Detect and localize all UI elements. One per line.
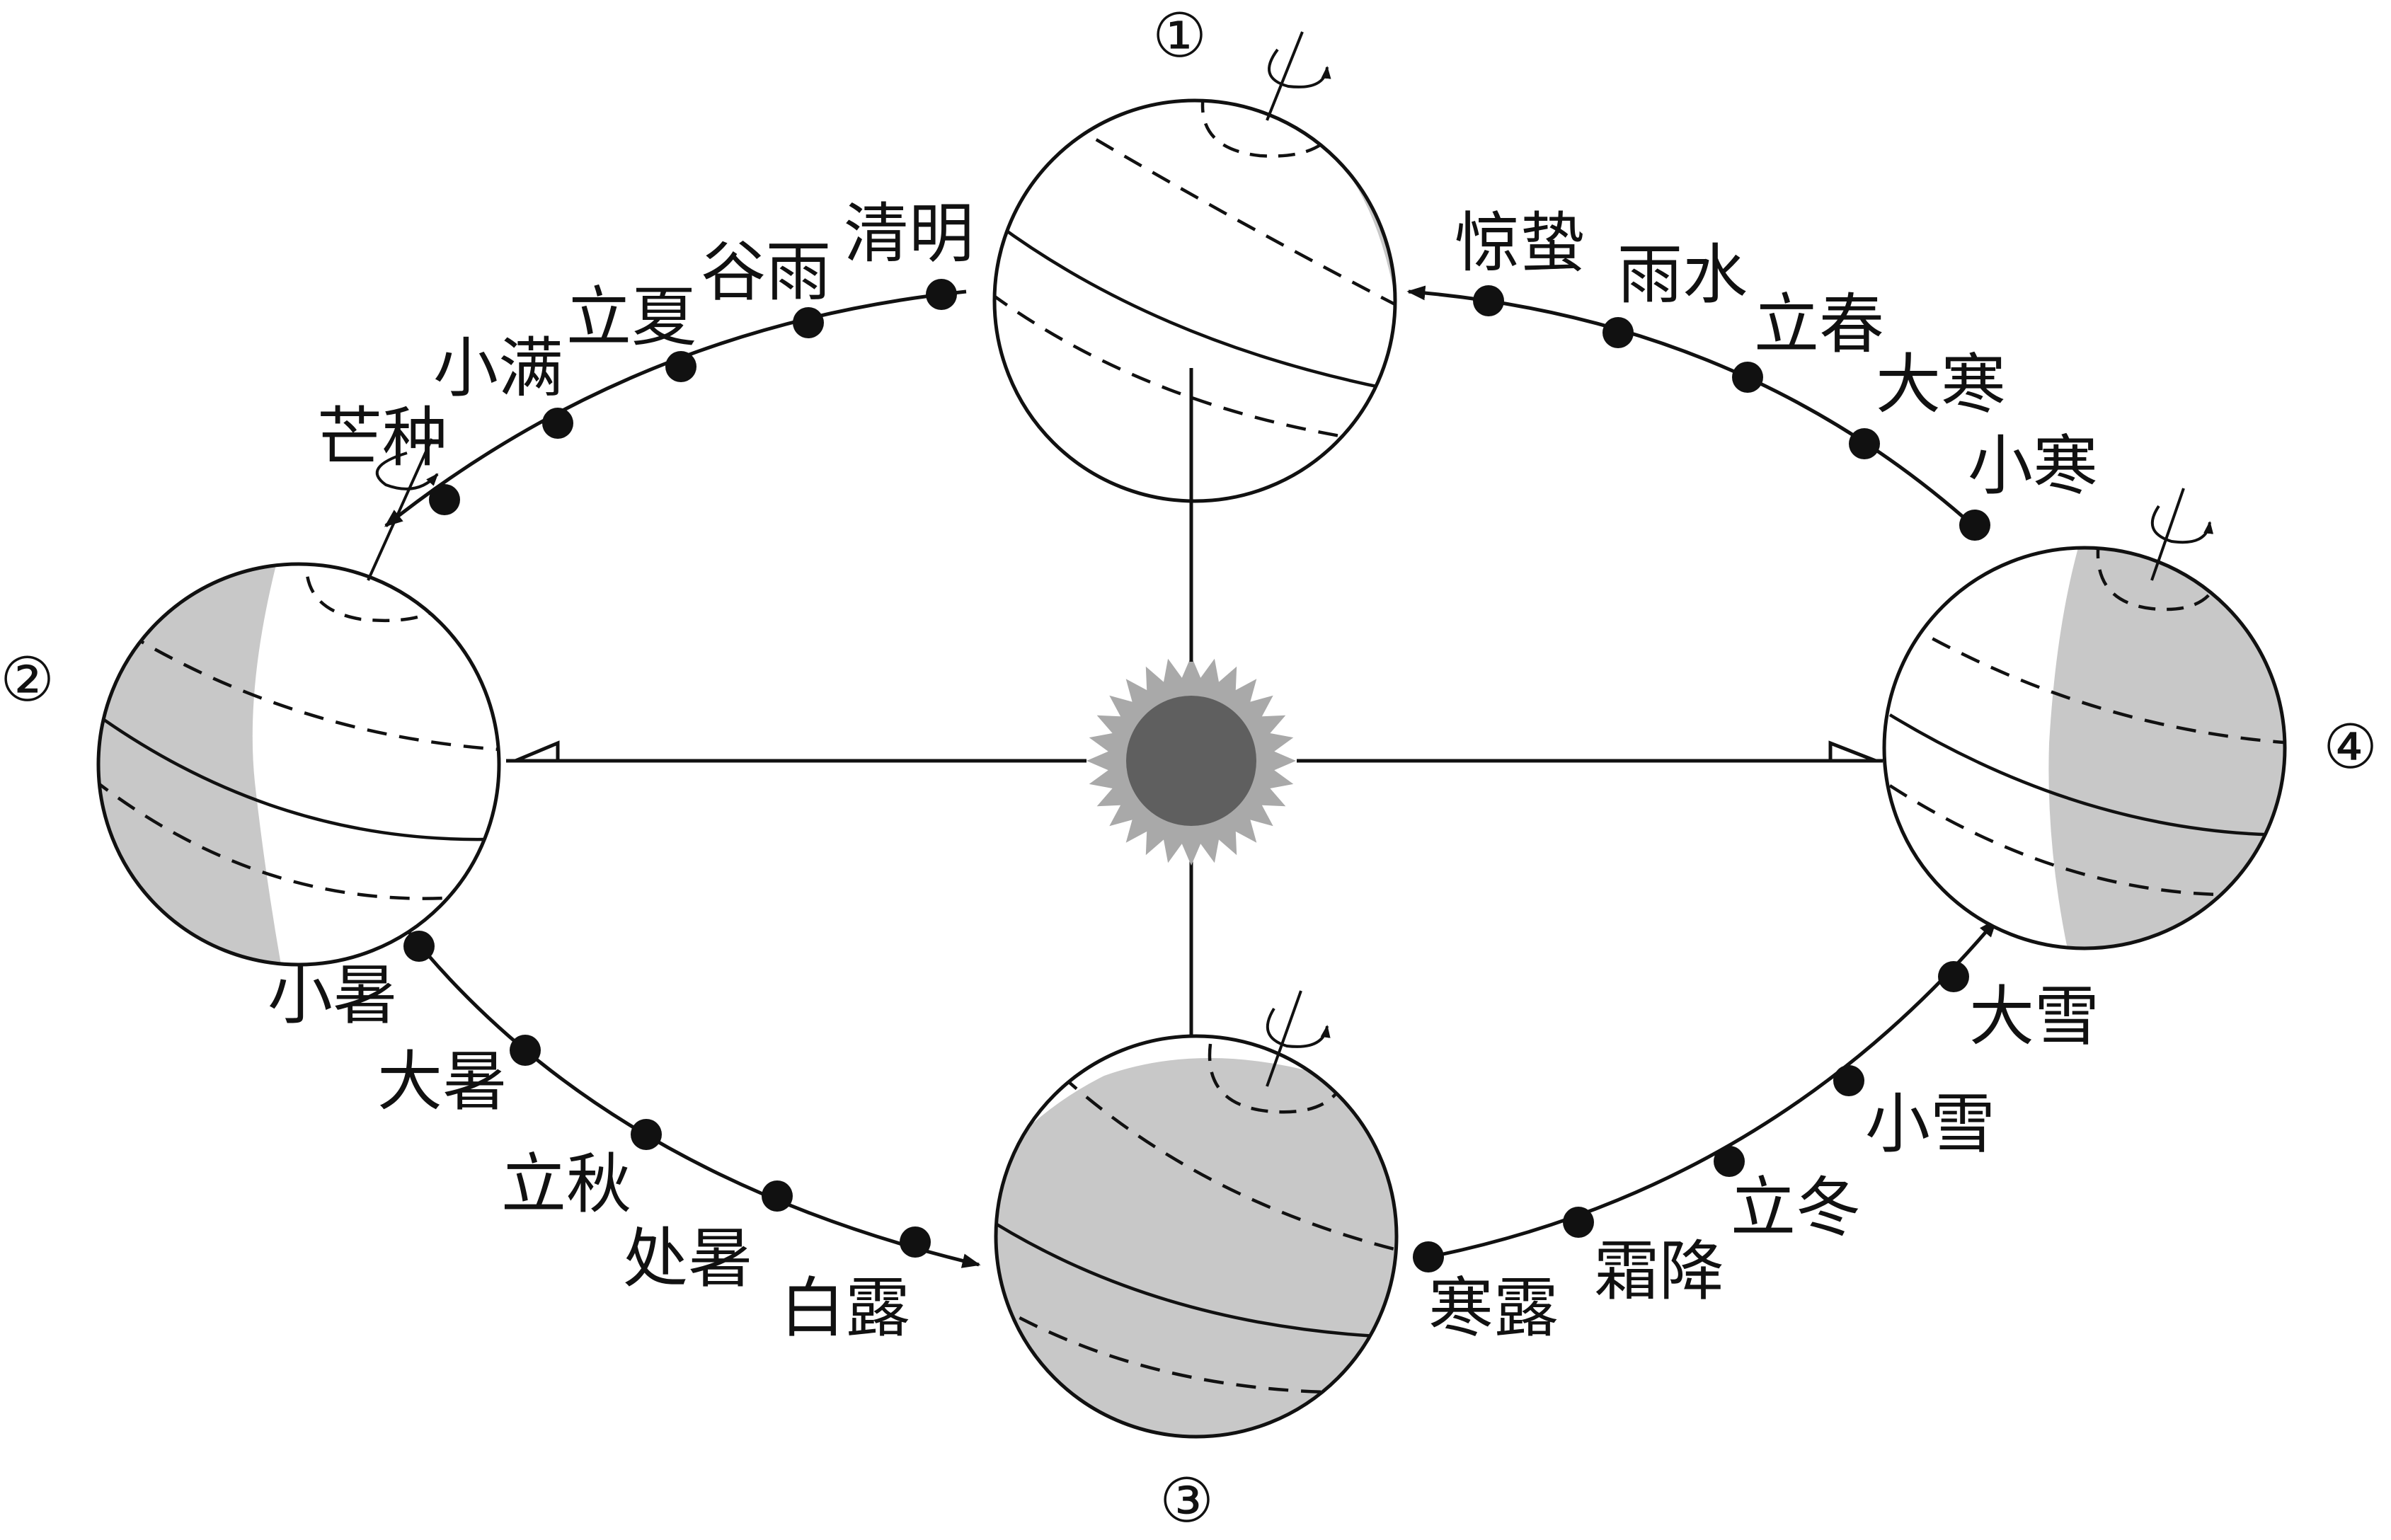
solar-term-dots — [403, 279, 1990, 1272]
solar-term-dot — [1602, 317, 1634, 348]
solar-term-label: 谷雨 — [701, 234, 831, 310]
solar-term-dot — [900, 1226, 931, 1258]
solar-term-label: 大寒 — [1876, 347, 2006, 423]
solar-term-label: 立夏 — [566, 280, 696, 355]
night-shade-left — [98, 564, 283, 965]
solar-term-dot — [1833, 1065, 1864, 1096]
solar-term-dot — [1563, 1207, 1594, 1238]
solar-term-label: 雨水 — [1617, 237, 1748, 313]
orbit-segment-top-left — [384, 289, 967, 527]
solar-term-label: 小寒 — [1968, 428, 2098, 504]
solar-term-dot — [1413, 1241, 1444, 1272]
earth-globe-icon — [992, 31, 1397, 662]
right-angle-marker-right — [1828, 740, 1876, 763]
solar-term-dot — [926, 279, 957, 310]
position-mark-right: ④ — [2323, 712, 2378, 783]
solar-term-label: 清明 — [844, 196, 974, 272]
rotation-arrow-icon — [1266, 990, 1331, 1087]
solar-term-dot — [762, 1180, 793, 1212]
solar-term-labels: 清明谷雨立夏小满芒种 惊蛰雨水立春大寒小寒小暑大暑立秋处暑白露 寒露霜降立冬小雪 大雪 — [268, 196, 2099, 1346]
solar-term-label: 立春 — [1754, 287, 1884, 362]
solar-term-dot — [403, 931, 435, 962]
earth-globe-icon — [994, 990, 1399, 1439]
solar-term-label: 惊蛰 — [1455, 205, 1585, 281]
solar-term-label: 大暑 — [377, 1044, 508, 1120]
solar-term-dot — [1732, 362, 1763, 393]
position-mark-bottom: ③ — [1159, 1466, 1214, 1536]
solar-term-label: 霜降 — [1594, 1234, 1724, 1309]
solar-term-dot — [631, 1119, 662, 1150]
solar-term-dot — [665, 351, 696, 382]
position-mark-top: ① — [1152, 1, 1207, 71]
solar-term-dot — [1959, 510, 1990, 541]
rotation-arrow-icon — [367, 438, 439, 581]
right-angle-marker-left — [515, 740, 560, 763]
solar-term-label: 寒露 — [1428, 1270, 1559, 1346]
solar-term-dot — [429, 484, 460, 515]
solar-term-label: 立秋 — [501, 1147, 631, 1222]
orbit-segment-bottom-right — [1426, 919, 1997, 1260]
solar-term-label: 小满 — [433, 331, 563, 406]
solar-term-dot — [542, 408, 573, 439]
solar-term-label: 立冬 — [1731, 1170, 1861, 1246]
solar-term-dot — [1473, 285, 1504, 316]
sun-icon — [1086, 656, 1296, 866]
solar-term-label: 大雪 — [1969, 979, 2099, 1055]
rotation-arrow-icon — [2150, 488, 2214, 581]
earth-globe-icon — [1882, 488, 2287, 950]
solar-term-dot — [1714, 1146, 1745, 1177]
rotation-arrow-icon — [1266, 31, 1331, 121]
solar-term-label: 芒种 — [317, 400, 447, 476]
solar-term-dot — [1849, 428, 1880, 459]
sun-core — [1126, 696, 1256, 826]
night-shade-right — [2048, 548, 2285, 948]
solar-term-label: 处暑 — [623, 1221, 753, 1297]
earth-globe-icon — [96, 438, 501, 967]
solar-term-label: 小暑 — [268, 958, 398, 1033]
solar-term-label: 小雪 — [1865, 1086, 1995, 1162]
solar-term-dot — [793, 307, 824, 338]
position-mark-left: ② — [0, 645, 55, 716]
solar-term-dot — [1938, 961, 1969, 992]
solar-term-dot — [510, 1035, 541, 1066]
solar-term-label: 白露 — [780, 1270, 910, 1346]
